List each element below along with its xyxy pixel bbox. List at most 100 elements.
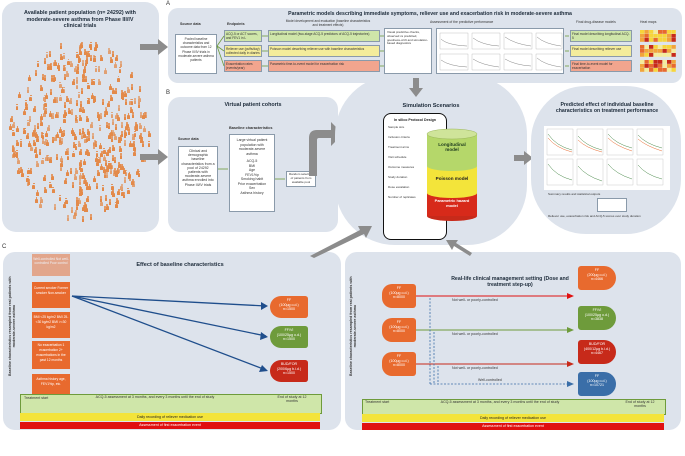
person-icon [117, 161, 121, 168]
person-icon [26, 175, 30, 182]
person-icon [74, 66, 78, 73]
heat-cell [640, 60, 645, 64]
person-icon [110, 94, 113, 101]
person-icon [48, 181, 52, 188]
heat-cell [658, 64, 663, 68]
person-icon [108, 133, 112, 140]
person-icon [85, 148, 88, 155]
person-icon [108, 199, 112, 206]
c-left-arm-ffvi-drug: FF/VI [284, 328, 294, 332]
person-icon [109, 168, 113, 175]
person-icon [105, 171, 109, 178]
heat-cell [653, 60, 658, 64]
panel-b-baseline-label: Baseline characteristics [229, 126, 273, 130]
person-icon [83, 159, 86, 166]
c-right-treatment-start: Treatment start [365, 400, 390, 404]
person-icon [133, 97, 137, 104]
person-icon [26, 86, 30, 93]
person-icon [65, 71, 69, 78]
person-icon [103, 147, 106, 154]
person-icon [53, 97, 56, 104]
person-icon [45, 155, 48, 162]
heat-cell [640, 64, 645, 68]
heat-cell [649, 49, 654, 53]
person-icon [59, 43, 63, 50]
c-left-end-study: End of study at 12 months [277, 395, 307, 404]
person-icon [121, 163, 124, 170]
person-icon [59, 94, 62, 101]
person-icon [115, 170, 118, 177]
heat-cell [662, 49, 667, 53]
person-icon [103, 154, 106, 161]
person-icon [117, 167, 120, 174]
c-right-right-arm-2-n: n=3838 [590, 317, 604, 322]
heat-cell [667, 53, 672, 57]
person-icon [105, 122, 109, 129]
person-icon [51, 173, 54, 180]
person-icon [18, 92, 21, 99]
person-icon [43, 174, 47, 181]
person-icon [124, 169, 128, 176]
person-icon [43, 186, 47, 193]
heat-cell [644, 34, 649, 38]
person-icon [73, 213, 77, 220]
person-icon [108, 160, 111, 167]
person-icon [69, 98, 73, 105]
final-model-1: Final model describing longitudinal ACQ-… [570, 30, 632, 42]
person-icon [79, 149, 82, 156]
person-icon [48, 51, 52, 58]
heat-cell [658, 30, 663, 34]
person-icon [134, 122, 138, 129]
person-icon [33, 140, 36, 147]
person-icon [97, 156, 100, 163]
person-icon [73, 142, 76, 149]
person-icon [84, 180, 88, 187]
protocol-line: Sample size [388, 125, 405, 129]
c-to-scenario-arrows [310, 226, 372, 258]
person-icon [140, 137, 144, 144]
person-icon [113, 157, 117, 164]
person-icon [60, 53, 63, 60]
panel-a-col-endpoints: Endpoints [227, 22, 245, 26]
protocol-line: Study duration [388, 175, 408, 179]
person-icon [86, 82, 90, 89]
person-icon [67, 58, 70, 65]
endpoint-1-text: ACQ-5 or ACT scores, and FEV1 in L [226, 32, 258, 41]
person-icon [17, 167, 21, 174]
person-icon [62, 129, 66, 136]
person-icon [13, 150, 16, 157]
c-right-left-arm-1-drug: FF [396, 286, 402, 290]
heat-cell [667, 49, 672, 53]
baseline-item: Prior exacerbation [237, 181, 267, 186]
person-icon [107, 100, 110, 107]
person-icon [136, 168, 140, 175]
c-right-right-arm-1-n: n=4466 [590, 277, 604, 282]
c-left-arm-ffvi-n: n=1500 [282, 337, 296, 342]
person-icon [104, 67, 107, 74]
person-icon [101, 99, 105, 106]
panel-a-source-box: Pooled baseline characteristics and outc… [175, 34, 217, 74]
person-icon [137, 96, 141, 103]
heat-cell [644, 45, 649, 49]
person-icon [124, 129, 127, 136]
person-icon [87, 128, 90, 135]
person-icon [85, 135, 89, 142]
person-icon [131, 112, 135, 119]
person-icon [82, 173, 85, 180]
person-icon [89, 213, 93, 220]
heat-cell [644, 68, 649, 72]
person-icon [79, 187, 83, 194]
c-right-to-scenario-arrow [446, 240, 472, 256]
person-icon [111, 51, 115, 58]
heat-cell [671, 38, 676, 42]
heat-cell [644, 49, 649, 53]
heat-cell [662, 64, 667, 68]
person-icon [66, 214, 70, 221]
person-icon [72, 150, 75, 157]
person-icon [86, 51, 89, 58]
panel-b-source-text: Clinical and demographic baseline charac… [181, 149, 215, 187]
person-icon [142, 113, 145, 120]
person-icon [133, 150, 136, 157]
c-right-left-arm-1: FF (100µg o.d.) n=8000 [382, 284, 416, 308]
